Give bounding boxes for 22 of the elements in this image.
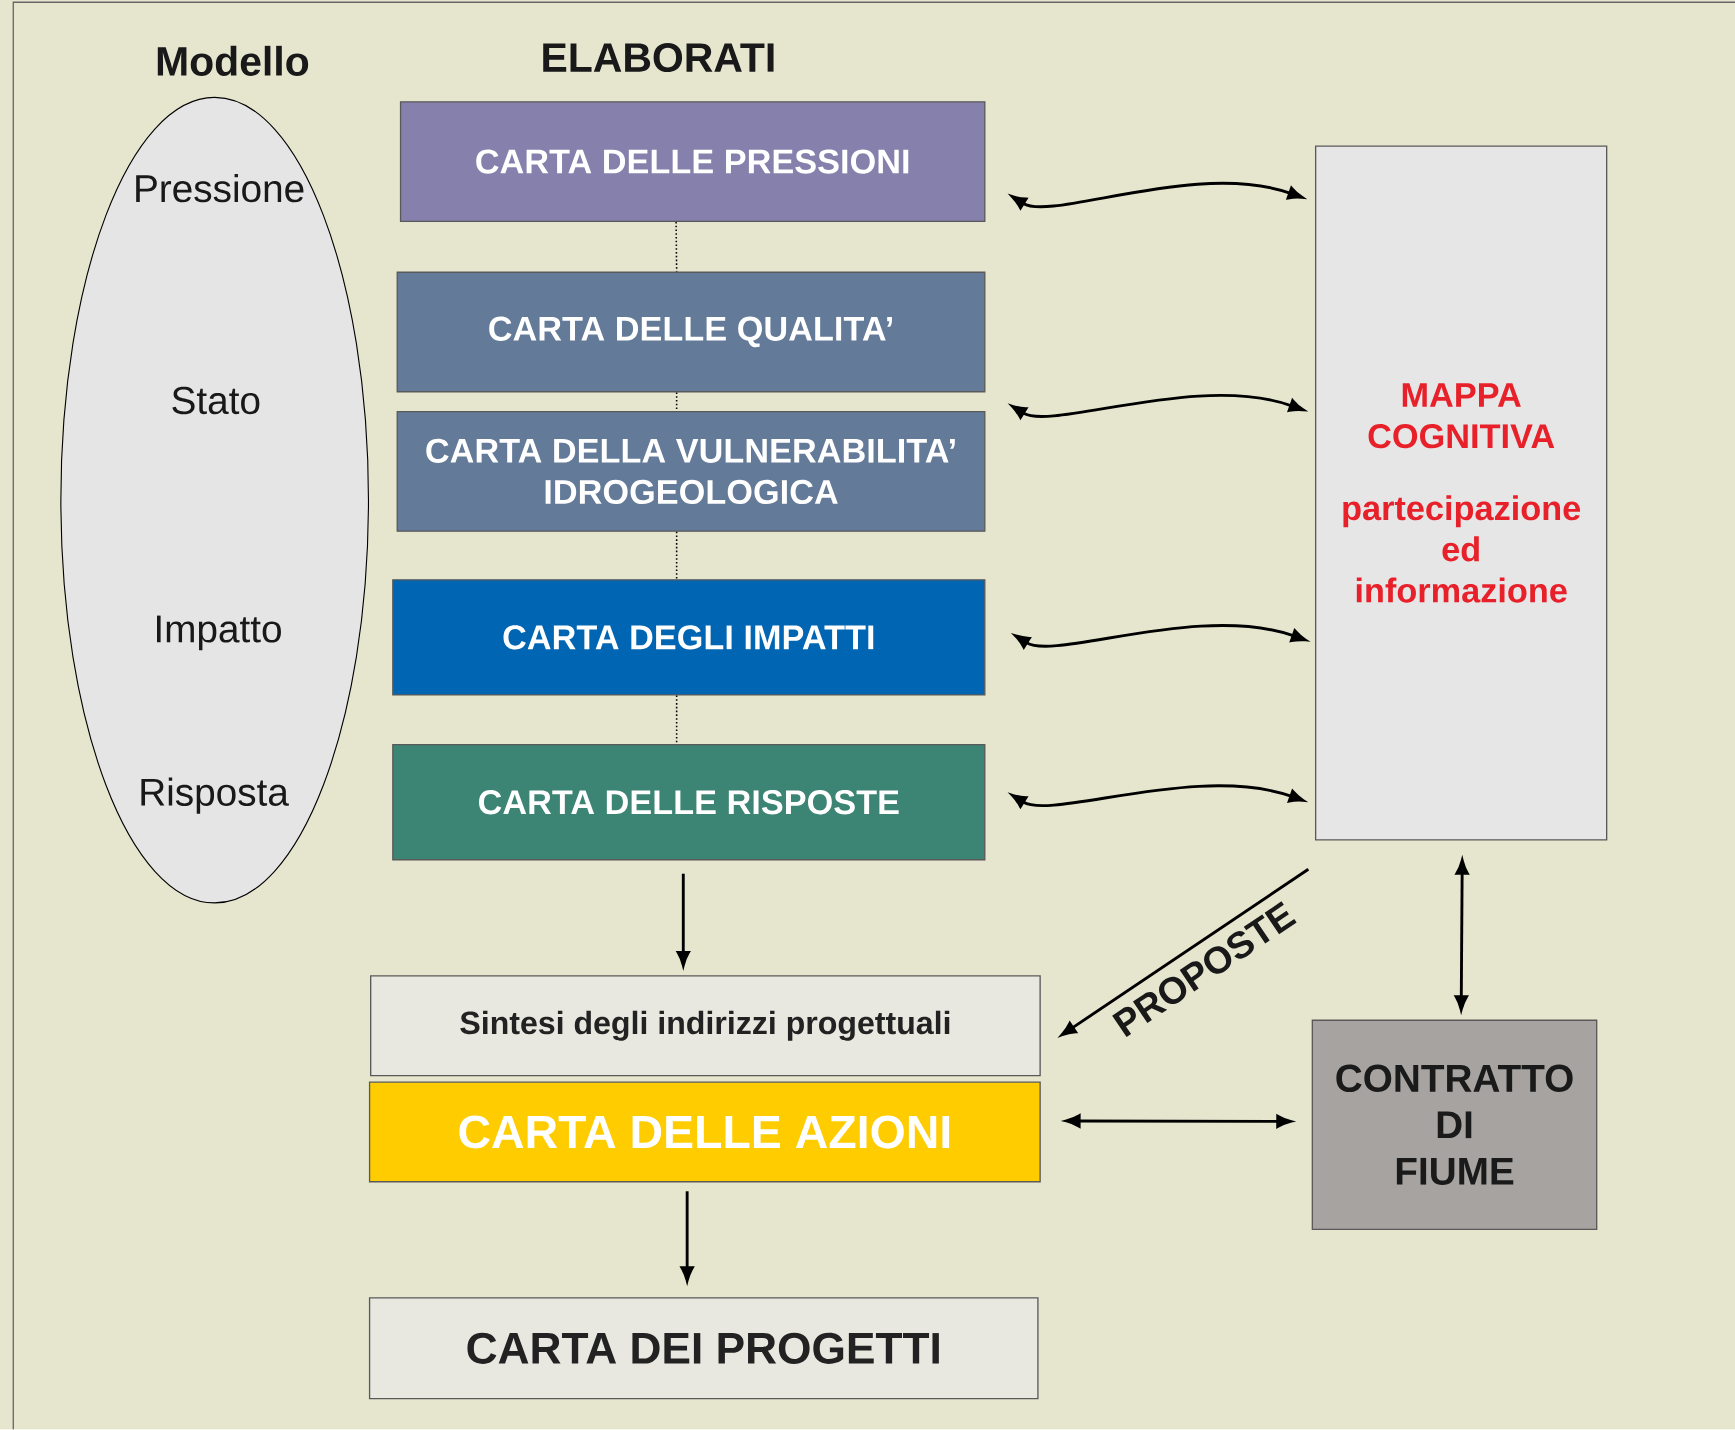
arrow (680, 1191, 694, 1283)
stage-label: Pressione (136, 174, 304, 203)
connector-line (675, 531, 678, 581)
connector-line (675, 694, 678, 745)
process-box: Sintesi degli indirizzi progettuali (370, 975, 1041, 1077)
stage-label: Risposta (141, 777, 289, 814)
process-box: CONTRATTO DI FIUME (1311, 1019, 1598, 1231)
stage-label: Impatto (157, 615, 281, 651)
heading: Modello (157, 46, 309, 77)
connector-line (675, 391, 678, 412)
map-box: CARTA DELLE PRESSIONI (399, 101, 986, 223)
connector-line (675, 221, 678, 273)
stage-label: Stato (172, 387, 260, 415)
map-box: CARTA DELLE AZIONI (368, 1081, 1041, 1183)
process-box: CARTA DEI PROGETTI (368, 1297, 1039, 1400)
info-panel: MAPPA COGNITIVA partecipazione ed informazione (1315, 145, 1608, 841)
title: ELABORATI (543, 43, 774, 73)
arrow (1060, 868, 1310, 1037)
map-box: CARTA DEGLI IMPATTI (392, 579, 986, 696)
map-box: CARTA DELLE RISPOSTE (392, 744, 986, 861)
map-box: CARTA DELLA VULNERABILITA’ IDROGEOLOGICA (396, 411, 986, 532)
map-box: CARTA DELLE QUALITA’ (396, 271, 986, 393)
